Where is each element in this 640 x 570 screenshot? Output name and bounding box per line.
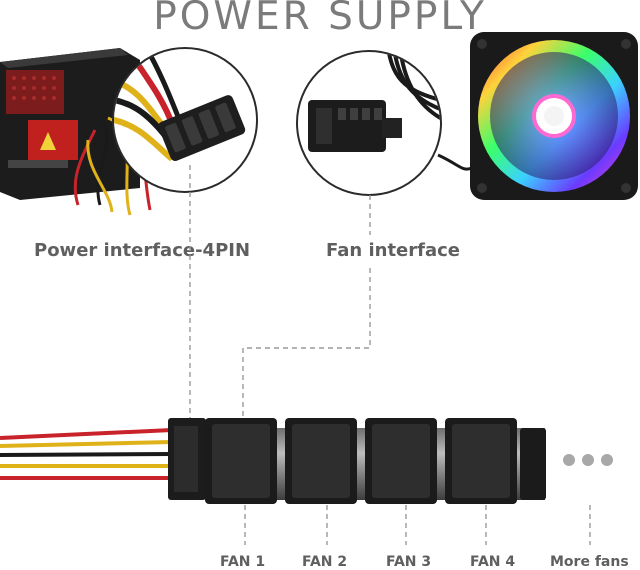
psu-box: [0, 48, 140, 200]
power-interface-zoom: [112, 47, 258, 193]
power-interface-label: Power interface-4PIN: [34, 240, 251, 261]
page-title: POWER SUPPLY: [153, 0, 487, 39]
fan-2-label: FAN 2: [302, 554, 348, 570]
more-fans-label: More fans: [550, 554, 629, 570]
molex-4pin-icon: [114, 49, 246, 162]
more-dots: [563, 454, 613, 466]
fan-interface-label: Fan interface: [326, 240, 460, 261]
fan-3-label: FAN 3: [386, 554, 432, 570]
fan-4-label: FAN 4: [470, 554, 516, 570]
fan-connector-icon: [308, 52, 440, 152]
fan-1-label: FAN 1: [220, 554, 266, 570]
fan-interface-zoom: [296, 50, 442, 196]
